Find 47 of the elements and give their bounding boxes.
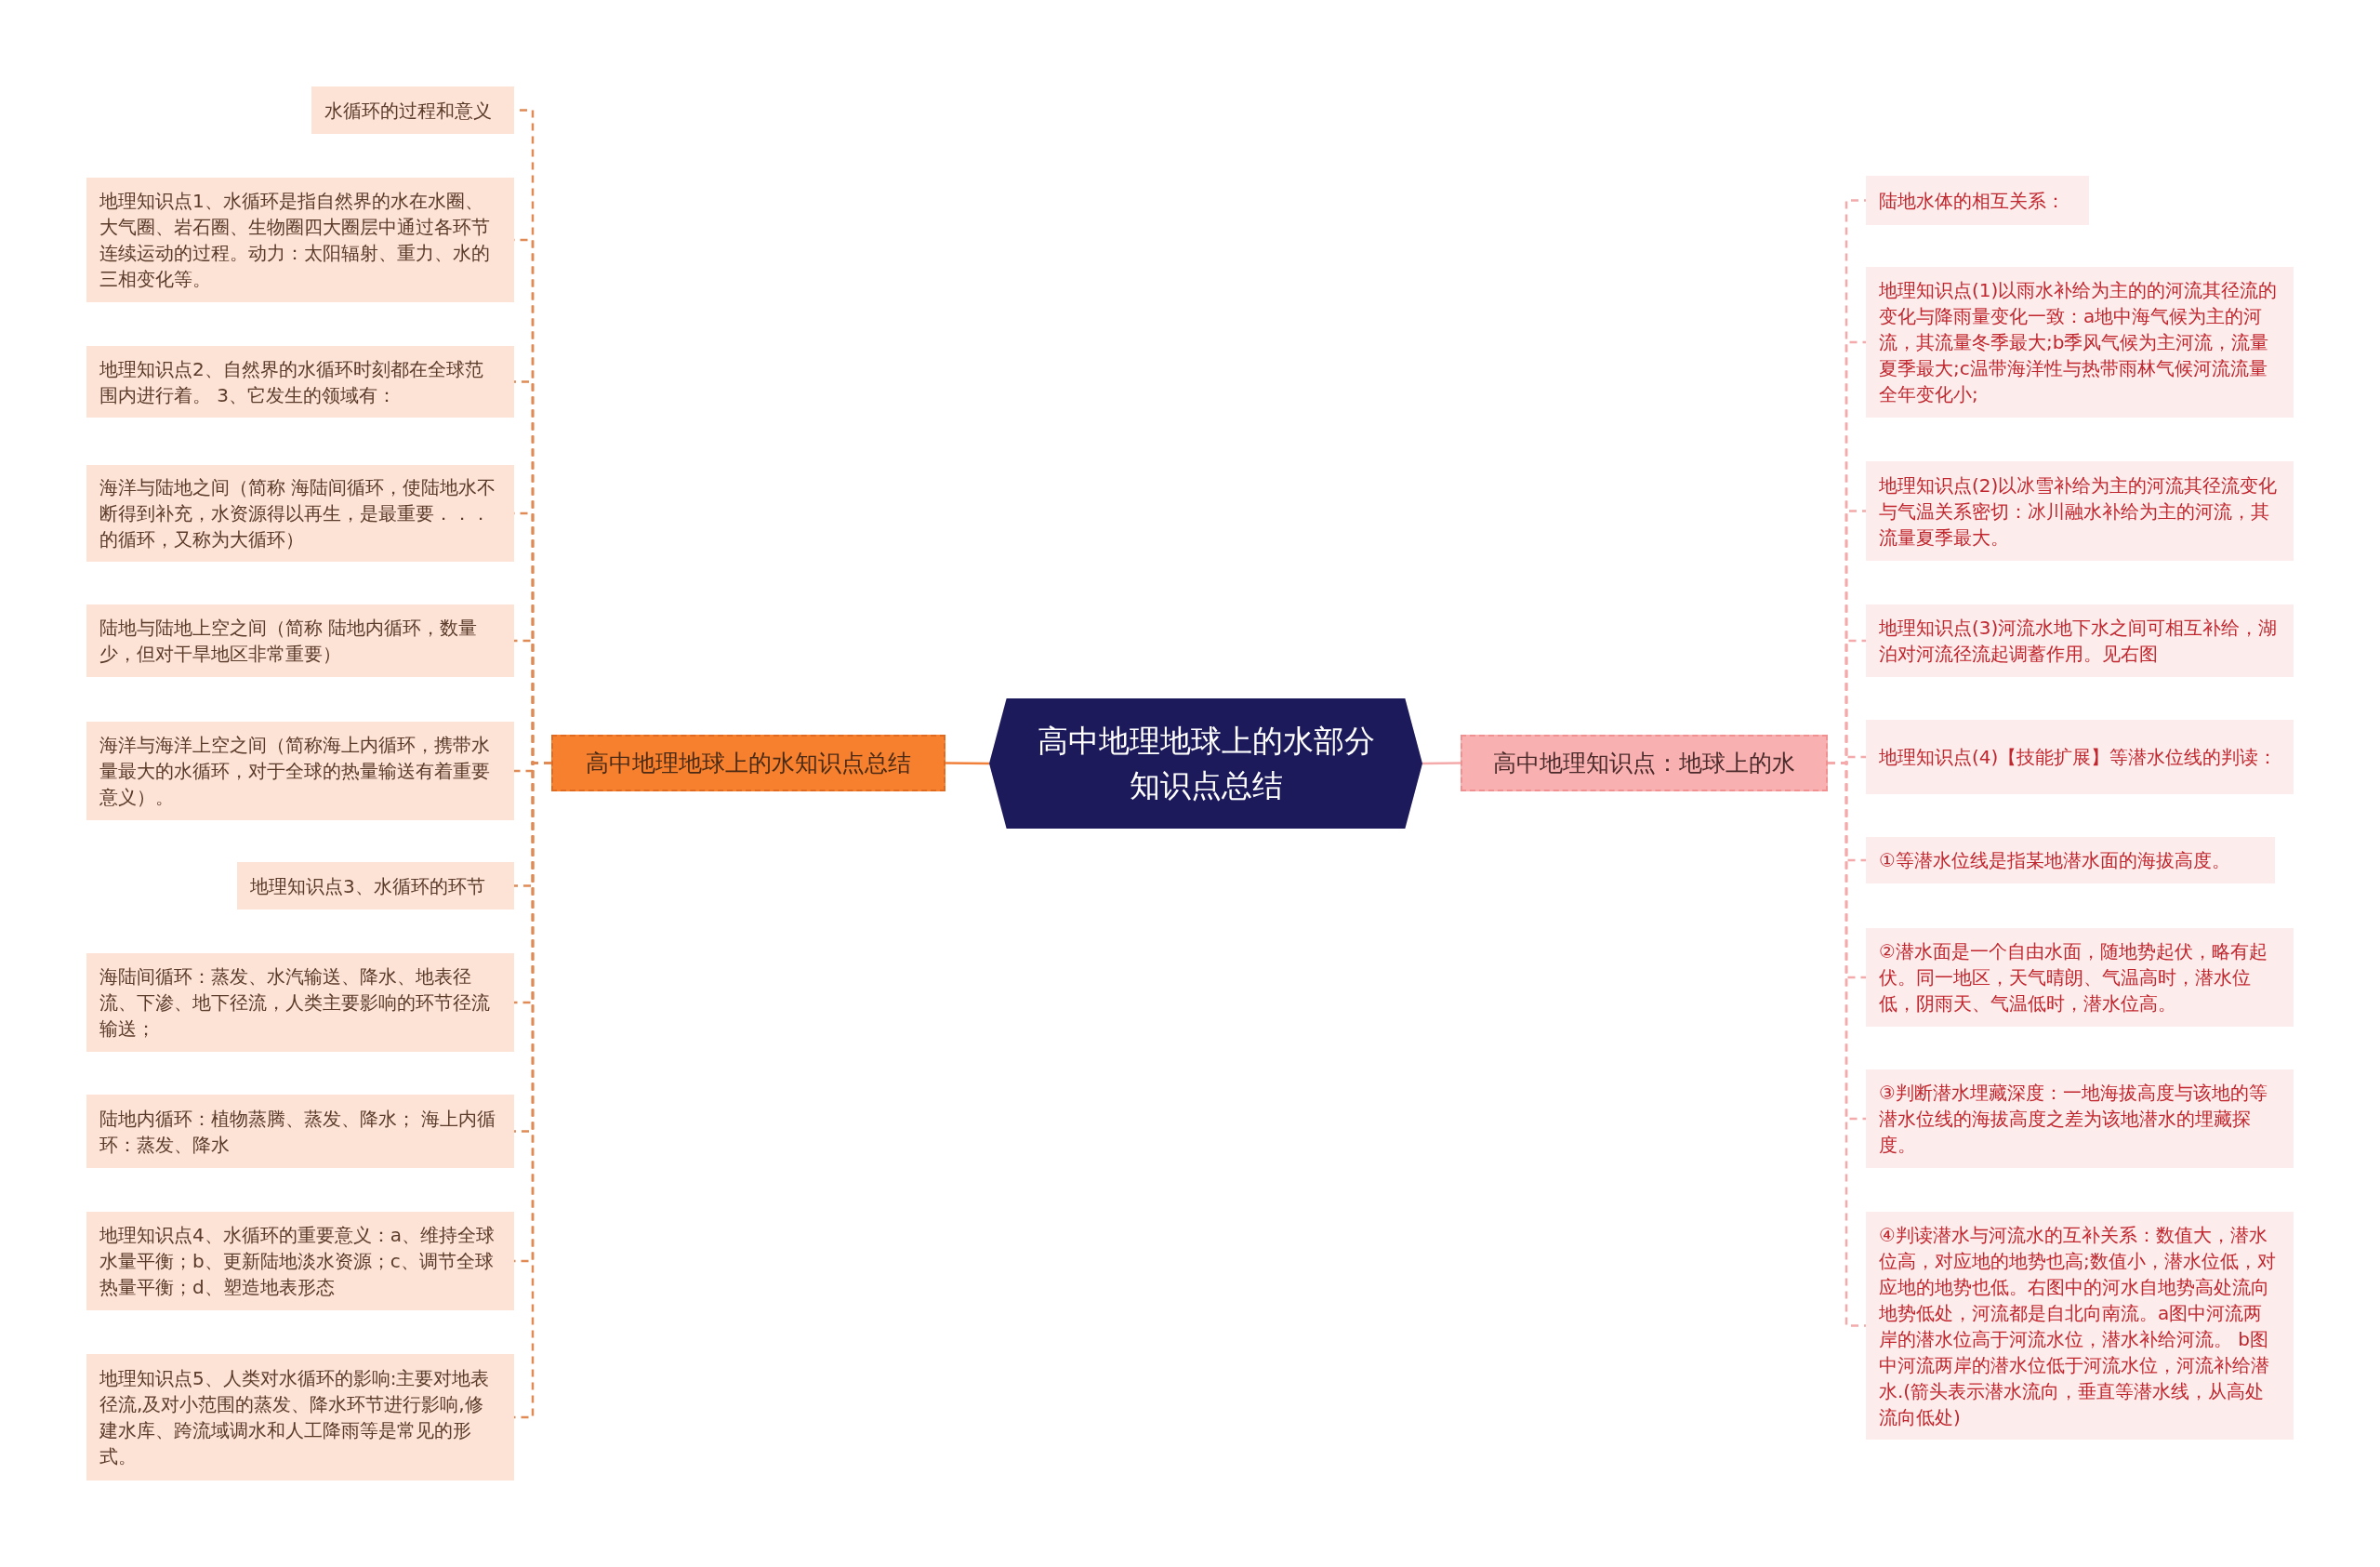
connector-line [1422,762,1461,765]
topic-text: 地理知识点(4)【技能扩展】等潜水位线的判读： [1879,745,2278,770]
topic-text: 海陆间循环：蒸发、水汽输送、降水、地表径流、下渗、地下径流，人类主要影响的环节径流输送； [99,964,491,1042]
topic-box [551,735,945,791]
topic-text: 水循环的过程和意义 [324,98,492,124]
topic-text: 地理知识点1、水循环是指自然界的水在水圈、大气圈、岩石圈、生物圈四大圈层中通过各环节连续运动的过程。动力：太阳辐射、重力、水的三相变化等。 [99,189,491,292]
note-box [86,346,514,418]
note-box [1866,604,2294,677]
topic-title: 高中地理地球上的水部分知识点总结 [1036,722,1376,805]
note-box [237,862,514,910]
topic-box [1461,735,1828,791]
topic-text: ①等潜水位线是指某地潜水面的海拔高度。 [1879,848,2230,873]
topic-text: 高中地理地球上的水知识点总结 [586,748,911,778]
note-box [86,1095,514,1168]
note-box [1866,720,2294,794]
note-box [86,178,514,302]
note-box [1866,837,2275,883]
topic-text: 海洋与陆地之间（简称 海陆间循环，使陆地水不断得到补充，水资源得以再生，是最重要．．．的循环，又称为大循环） [99,475,497,552]
topic-text: 地理知识点(1)以雨水补给为主的的河流其径流的变化与降雨量变化一致：a地中海气候为主的河流，其流量冬季最大;b季风气候为主河流，流量夏季最大;c温带海洋性与热带雨林气候河流流量全年变化小; [1879,278,2279,407]
note-box [1866,176,2089,225]
note-box [86,604,514,677]
topic-text: 陆地水体的相互关系： [1879,188,2065,214]
note-box [86,953,514,1052]
topic-text: ③判断潜水埋藏深度：一地海拔高度与该地的等潜水位线的海拔高度之差为该地潜水的埋藏探度。 [1879,1081,2268,1158]
note-box [311,86,514,134]
note-box [86,1212,514,1310]
topic-text: 陆地内循环：植物蒸腾、蒸发、降水； 海上内循环：蒸发、降水 [99,1106,497,1158]
central-topic [989,698,1422,829]
note-box [86,722,514,820]
note-box [86,1354,514,1481]
note-box [86,465,514,562]
topic-text: 高中地理知识点：地球上的水 [1493,748,1795,778]
topic-text: 地理知识点(2)以冰雪补给为主的河流其径流变化与气温关系密切：冰川融水补给为主的河流，其流量夏季最大。 [1879,472,2279,551]
topic-text: 地理知识点3、水循环的环节 [250,873,485,899]
topic-text: 地理知识点(3)河流水地下水之间可相互补给，湖泊对河流径流起调蓄作用。见右图 [1879,616,2279,667]
topic-text: 陆地与陆地上空之间（简称 陆地内循环，数量少，但对干旱地区非常重要） [99,616,479,667]
topic-text: ②潜水面是一个自由水面，随地势起伏，略有起伏。同一地区，天气晴朗、气温高时，潜水位低，阴雨天、气温低时，潜水位高。 [1879,939,2268,1016]
note-box [1866,1069,2294,1168]
connector-line [945,762,989,765]
topic-text: 海洋与海洋上空之间（简称海上内循环，携带水量最大的水循环，对于全球的热量输送有着重要意义）。 [99,733,491,810]
topic-text: 地理知识点2、自然界的水循环时刻都在全球范围内进行着。 3、它发生的领域有： [99,356,484,408]
note-box [1866,267,2294,418]
note-box [1866,928,2294,1027]
topic-text: ④判读潜水与河流水的互补关系：数值大，潜水位高，对应地的地势也高;数值小，潜水位低，对应地的地势也低。右图中的河水自地势高处流向地势低处，河流都是自北向南流。a图中河流两岸的潜水位高于河流水位，潜水补给河流。 b图中河流两岸的潜水位低于河流水位，河流补给潜水.(箭头表示潜水流向，垂直等潜水线，从高处流向低处) [1879,1222,2277,1430]
note-box [1866,461,2294,561]
topic-text: 地理知识点5、人类对水循环的影响:主要对地表径流,及对小范围的蒸发、降水环节进行影响,修建水库、跨流域调水和人工降雨等是常见的形式。 [99,1366,491,1469]
topic-text: 地理知识点4、水循环的重要意义：a、维持全球水量平衡；b、更新陆地淡水资源；c、调节全球热量平衡；d、塑造地表形态 [99,1223,496,1300]
